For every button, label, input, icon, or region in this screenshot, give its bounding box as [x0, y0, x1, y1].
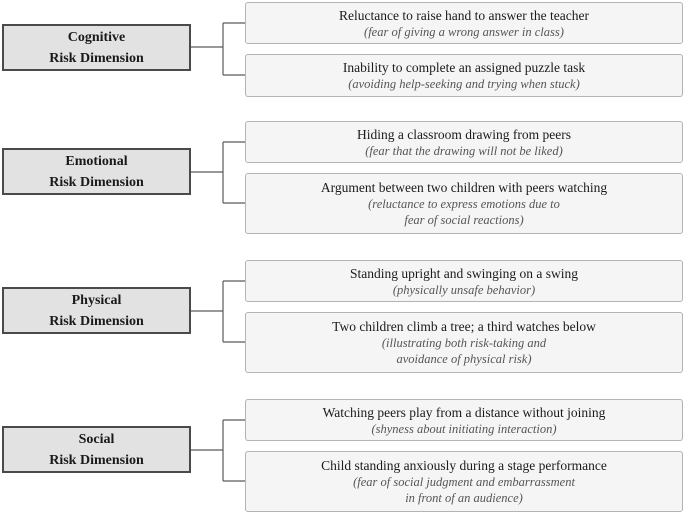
- connector-cognitive: [191, 22, 245, 76]
- dimension-label-line1: Physical: [71, 292, 122, 308]
- example-note: (avoiding help-seeking and trying when s…: [348, 77, 580, 91]
- emotional-example-2: Argument between two children with peers…: [245, 173, 683, 234]
- physical-example-1: Standing upright and swinging on a swing…: [245, 260, 683, 302]
- dimension-label-line1: Social: [78, 431, 115, 447]
- emotional-example-1: Hiding a classroom drawing from peers (f…: [245, 121, 683, 163]
- example-title: Standing upright and swinging on a swing: [350, 265, 578, 281]
- example-title: Reluctance to raise hand to answer the t…: [338, 7, 589, 23]
- connector-physical: [191, 280, 245, 343]
- dimension-label-line2: Risk Dimension: [49, 50, 144, 66]
- example-title: Child standing anxiously during a stage …: [321, 458, 607, 473]
- example-note: avoidance of physical risk): [396, 352, 532, 366]
- example-title: Hiding a classroom drawing from peers: [356, 126, 572, 142]
- example-note: (physically unsafe behavior): [392, 282, 536, 297]
- physical-example-2: Two children climb a tree; a third watch…: [245, 312, 683, 373]
- connector-social: [191, 419, 245, 482]
- example-note: (illustrating both risk-taking and: [381, 336, 547, 350]
- dimension-label-line2: Risk Dimension: [49, 452, 144, 468]
- connector-emotional: [191, 141, 245, 204]
- cognitive-example-1: Reluctance to raise hand to answer the t…: [245, 2, 683, 44]
- dimension-label-line1: Cognitive: [67, 29, 126, 45]
- example-note: (fear that the drawing will not be liked…: [365, 143, 563, 158]
- social-example-2: Child standing anxiously during a stage …: [245, 451, 683, 512]
- dimension-label-line2: Risk Dimension: [49, 313, 144, 329]
- example-note: (fear of giving a wrong answer in class): [364, 24, 564, 39]
- physical-dimension-box: Physical Risk Dimension: [2, 287, 191, 334]
- example-note: in front of an audience): [405, 491, 523, 505]
- cognitive-dimension-box: Cognitive Risk Dimension: [2, 24, 191, 71]
- cognitive-example-2: Inability to complete an assigned puzzle…: [245, 54, 683, 97]
- social-dimension-box: Social Risk Dimension: [2, 426, 191, 473]
- example-note: fear of social reactions): [404, 213, 524, 227]
- example-title: Inability to complete an assigned puzzle…: [342, 60, 586, 75]
- dimension-label-line2: Risk Dimension: [49, 174, 144, 190]
- social-example-1: Watching peers play from a distance with…: [245, 399, 683, 441]
- example-title: Argument between two children with peers…: [320, 180, 608, 195]
- dimension-label-line1: Emotional: [65, 153, 128, 169]
- example-title: Two children climb a tree; a third watch…: [332, 319, 596, 334]
- emotional-dimension-box: Emotional Risk Dimension: [2, 148, 191, 195]
- example-note: (fear of social judgment and embarrassme…: [353, 475, 575, 489]
- example-note: (shyness about initiating interaction): [371, 421, 557, 436]
- example-title: Watching peers play from a distance with…: [322, 404, 606, 420]
- example-note: (reluctance to express emotions due to: [368, 197, 560, 211]
